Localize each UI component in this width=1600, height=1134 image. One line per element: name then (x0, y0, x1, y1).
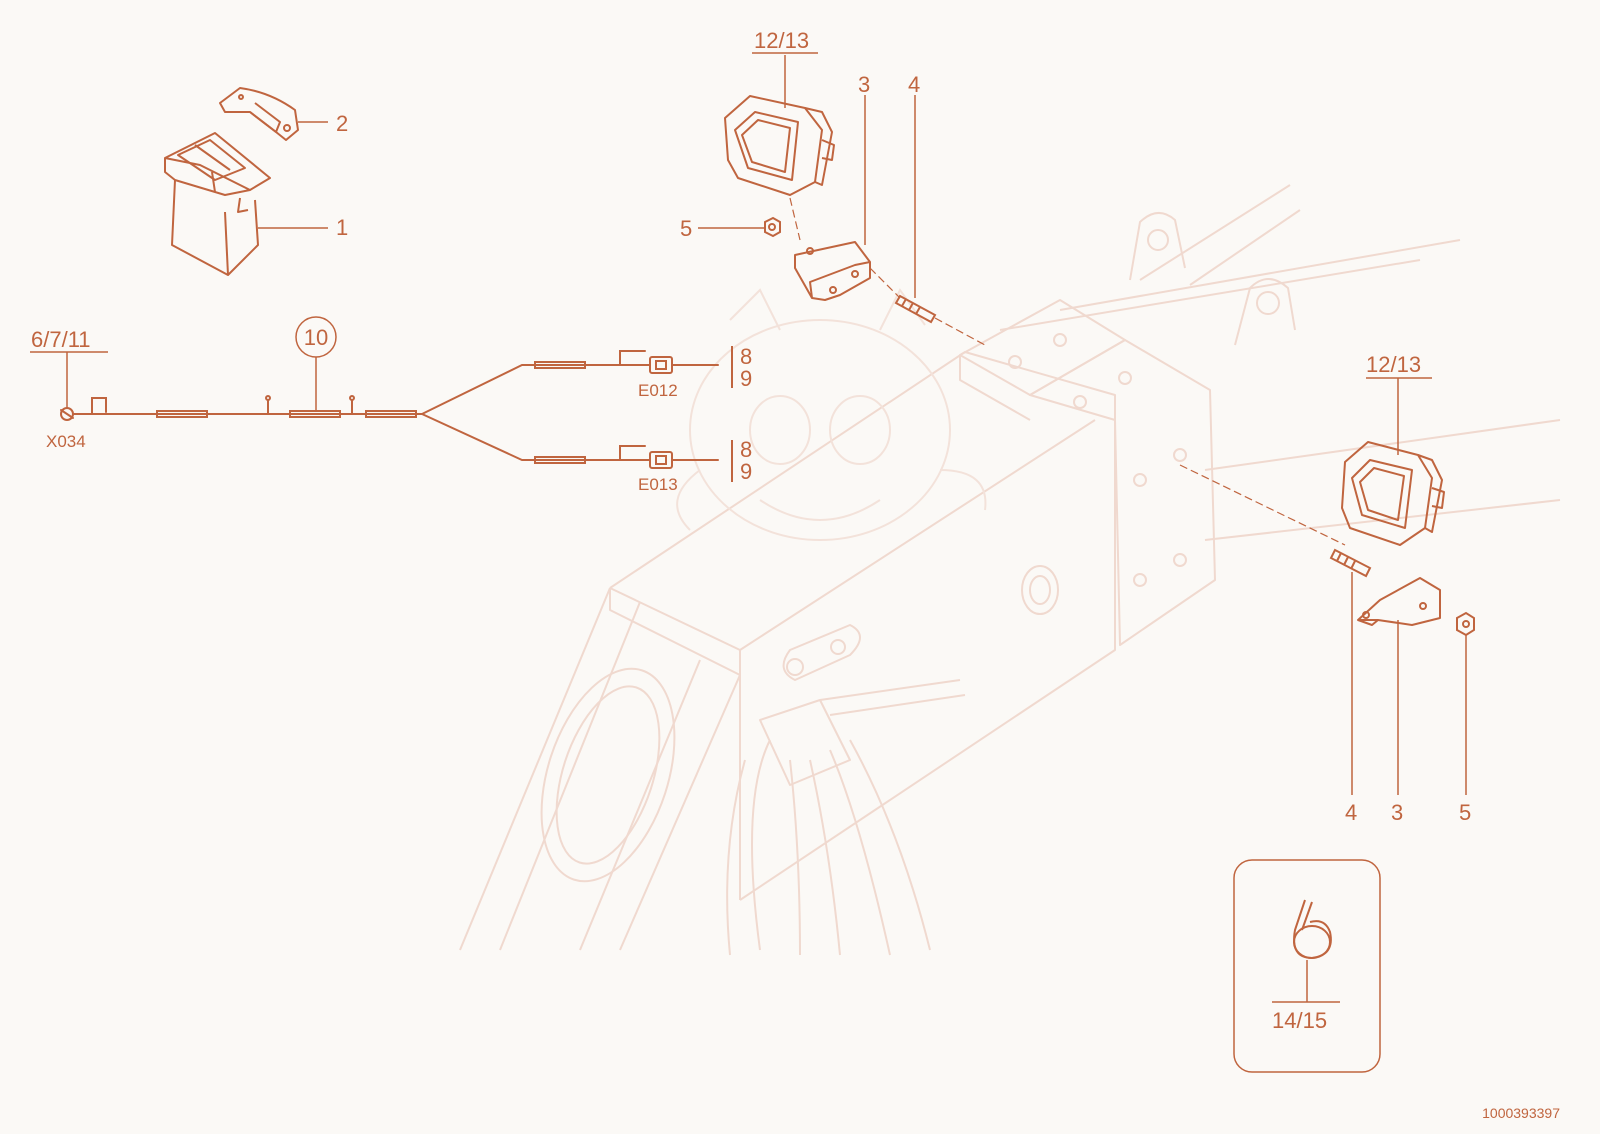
label-cable-tie: 14/15 (1272, 1008, 1327, 1033)
label-lamp-top: 12/13 (754, 28, 809, 53)
stud-top-part (894, 294, 937, 324)
bracket-bottom-part (1357, 577, 1441, 626)
label-lamp-right: 12/13 (1366, 352, 1421, 377)
cable-tie-part (1293, 899, 1332, 959)
nut-bottom-part (1456, 611, 1475, 637)
work-lamp-right-part (1341, 441, 1445, 546)
switch-cap-part (219, 87, 299, 141)
label-e013-item-b: 9 (740, 459, 752, 484)
label-switch: 1 (336, 215, 348, 240)
centerline (1179, 464, 1346, 546)
rocker-switch-part (164, 132, 271, 276)
label-nut-top: 5 (680, 216, 692, 241)
cable-tie-inset-frame (1233, 859, 1381, 1073)
centerline (934, 317, 986, 346)
stud-bottom-part (1329, 548, 1372, 578)
label-connector-x034: X034 (46, 432, 86, 451)
work-lamp-top-part (724, 95, 835, 196)
label-switch-cap: 2 (336, 111, 348, 136)
wiring-harness-part (60, 350, 719, 469)
label-bracket-bottom: 3 (1391, 800, 1403, 825)
label-stud-top: 4 (908, 72, 920, 97)
bracket-top-part (794, 241, 871, 301)
label-bracket-top: 3 (858, 72, 870, 97)
label-harness-connector-ref: 6/7/11 (31, 327, 91, 352)
centerline (789, 197, 801, 241)
label-stud-bottom: 4 (1345, 800, 1357, 825)
centerline (869, 267, 901, 299)
label-harness: 10 (304, 325, 328, 350)
label-connector-e013: E013 (638, 475, 678, 494)
label-nut-bottom: 5 (1459, 800, 1471, 825)
label-e013-item-a: 8 (740, 437, 752, 462)
label-e012-item-b: 9 (740, 366, 752, 391)
mascot-watermark (676, 288, 987, 541)
boom-frame-ghost (459, 184, 1561, 956)
nut-top-part (764, 216, 781, 238)
label-e012-item-a: 8 (740, 344, 752, 369)
drawing-number: 1000393397 (1482, 1105, 1560, 1121)
label-connector-e012: E012 (638, 381, 678, 400)
